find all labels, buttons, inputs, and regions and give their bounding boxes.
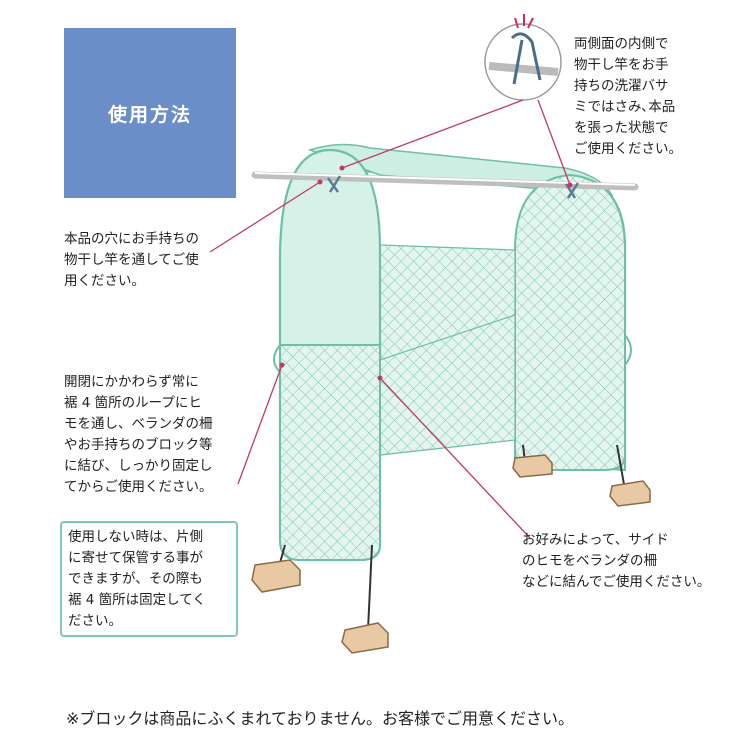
string-back-right: [616, 444, 626, 491]
left-front-net: [279, 344, 381, 561]
clip-instruction: 両側面の内側で 物干し竿をお手 持ちの洗濯バサ ミではさみ､本品 を張った状態で…: [574, 36, 682, 157]
side-loop-right: [624, 334, 632, 366]
side-loop-left: [273, 344, 281, 373]
tie-instruction: 開閉にかかわらず常に 裾 4 箇所のループにヒ モを通し、ベランダの柵 やお手持…: [64, 374, 213, 495]
leader-dots: [279, 165, 573, 381]
side-instruction: お好みによって、サイド のヒモをベランダの柵 などに結んでご使用ください。: [522, 532, 711, 590]
title-box: 使用方法: [64, 28, 236, 198]
right-side-net: [514, 173, 626, 471]
clip-detail-icon: [484, 14, 562, 101]
page-title: 使用方法: [107, 103, 192, 126]
pole-instruction: 本品の穴にお手持ちの 物干し竿を通してご使 用ください。: [64, 231, 199, 289]
block-front-right: [341, 622, 389, 654]
block-back-right: [609, 480, 651, 507]
footnote: ※ブロックは商品にふくまれておりません。お客様でご用意ください。: [66, 709, 574, 728]
block-back-left: [512, 454, 553, 478]
block-front-left: [251, 559, 301, 593]
string-front-right: [367, 544, 373, 631]
clip-right: [564, 182, 580, 199]
storage-note-box: 使用しない時は、片側 に寄せて保管する事が できますが、その際も 裾 4 箇所は…: [60, 521, 238, 637]
clip-left: [326, 175, 342, 193]
leader-lines: [209, 99, 571, 539]
storage-instruction: 使用しない時は、片側 に寄せて保管する事が できますが、その際も 裾 4 箇所は…: [68, 529, 206, 629]
